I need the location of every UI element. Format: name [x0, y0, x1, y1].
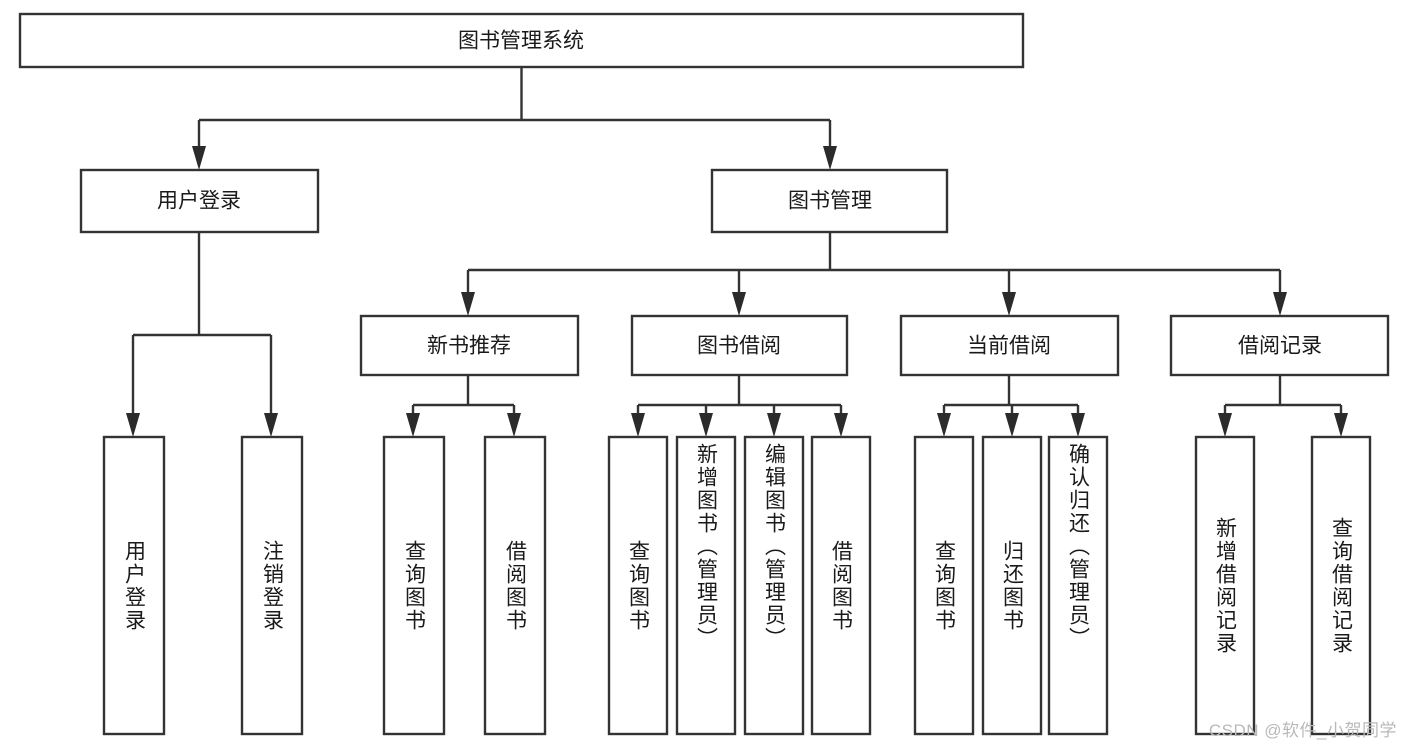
node-book-management[interactable]: [710, 168, 949, 234]
connector-borrowrecord-to-leaves: [1218, 375, 1348, 437]
connector-bookmgmt-to-level3: [461, 232, 1287, 316]
leaf-box-borrow-record-1[interactable]: [1310, 435, 1372, 736]
leaf-box-new-book-1[interactable]: [483, 435, 547, 736]
node-book-borrow[interactable]: [630, 314, 849, 377]
node-new-book-recommend[interactable]: [359, 314, 580, 377]
leaf-label-new-book-0: 查询图书: [402, 539, 426, 632]
leaf-label-wrap-borrow-record-0: 新增借阅记录: [1196, 437, 1254, 734]
node-book-borrow-label: 图书借阅: [697, 335, 781, 358]
leaf-label-wrap-current-borrow-0: 查询图书: [915, 437, 973, 734]
leaf-label-current-borrow-1: 归还图书: [1000, 539, 1024, 632]
leaf-box-user-login-0[interactable]: [102, 435, 166, 736]
node-current-borrow-label: 当前借阅: [967, 335, 1051, 358]
node-book-management-label: 图书管理: [788, 190, 872, 213]
leaf-box-borrow-record-0[interactable]: [1194, 435, 1256, 736]
leaf-label-current-borrow-2: 确认归还（管理员）: [1066, 443, 1090, 650]
node-root-label: 图书管理系统: [458, 30, 584, 53]
node-root[interactable]: [18, 12, 1025, 69]
leaf-label-wrap-new-book-1: 借阅图书: [485, 437, 545, 734]
leaf-label-wrap-user-login-0: 用户登录: [104, 437, 164, 734]
leaf-label-wrap-book-borrow-2: 编辑图书（管理员）: [745, 437, 803, 734]
leaf-box-book-borrow-1[interactable]: [675, 435, 737, 736]
leaf-label-wrap-book-borrow-0: 查询图书: [609, 437, 667, 734]
leaf-box-current-borrow-0[interactable]: [913, 435, 975, 736]
connector-currentborrow-to-leaves: [937, 375, 1085, 437]
leaf-label-user-login-1: 注销登录: [260, 539, 284, 632]
leaf-box-new-book-0[interactable]: [382, 435, 446, 736]
node-user-login-label: 用户登录: [157, 190, 241, 213]
leaf-label-borrow-record-0: 新增借阅记录: [1213, 516, 1237, 655]
leaf-label-user-login-0: 用户登录: [122, 539, 146, 632]
leaf-label-book-borrow-0: 查询图书: [626, 539, 650, 632]
node-user-login[interactable]: [79, 168, 320, 234]
leaf-label-wrap-current-borrow-2: 确认归还（管理员）: [1049, 437, 1107, 734]
leaf-label-book-borrow-3: 借阅图书: [829, 539, 853, 632]
node-borrow-record-label: 借阅记录: [1238, 335, 1322, 358]
connector-newbook-to-leaves: [406, 375, 521, 437]
leaf-label-book-borrow-1: 新增图书（管理员）: [694, 443, 718, 650]
leaf-label-wrap-user-login-1: 注销登录: [242, 437, 302, 734]
leaf-box-current-borrow-1[interactable]: [981, 435, 1043, 736]
leaf-label-wrap-book-borrow-1: 新增图书（管理员）: [677, 437, 735, 734]
leaf-box-current-borrow-2[interactable]: [1047, 435, 1109, 736]
connector-userlogin-to-leaves: [126, 232, 278, 437]
node-borrow-record[interactable]: [1169, 314, 1390, 377]
leaf-label-new-book-1: 借阅图书: [503, 539, 527, 632]
watermark-text: CSDN @软件_小贺同学: [1208, 721, 1397, 740]
connector-bookborrow-to-leaves: [631, 375, 848, 437]
leaf-label-current-borrow-0: 查询图书: [932, 539, 956, 632]
connector-root-to-level2: [192, 67, 837, 170]
leaf-box-user-login-1[interactable]: [240, 435, 304, 736]
leaf-box-book-borrow-3[interactable]: [810, 435, 872, 736]
leaf-label-borrow-record-1: 查询借阅记录: [1329, 516, 1353, 655]
leaf-box-book-borrow-2[interactable]: [743, 435, 805, 736]
leaf-label-wrap-borrow-record-1: 查询借阅记录: [1312, 437, 1370, 734]
leaf-label-wrap-current-borrow-1: 归还图书: [983, 437, 1041, 734]
leaf-box-book-borrow-0[interactable]: [607, 435, 669, 736]
leaf-label-wrap-book-borrow-3: 借阅图书: [812, 437, 870, 734]
leaf-label-wrap-new-book-0: 查询图书: [384, 437, 444, 734]
node-new-book-recommend-label: 新书推荐: [427, 335, 511, 358]
leaf-label-book-borrow-2: 编辑图书（管理员）: [762, 443, 786, 650]
node-current-borrow[interactable]: [899, 314, 1120, 377]
